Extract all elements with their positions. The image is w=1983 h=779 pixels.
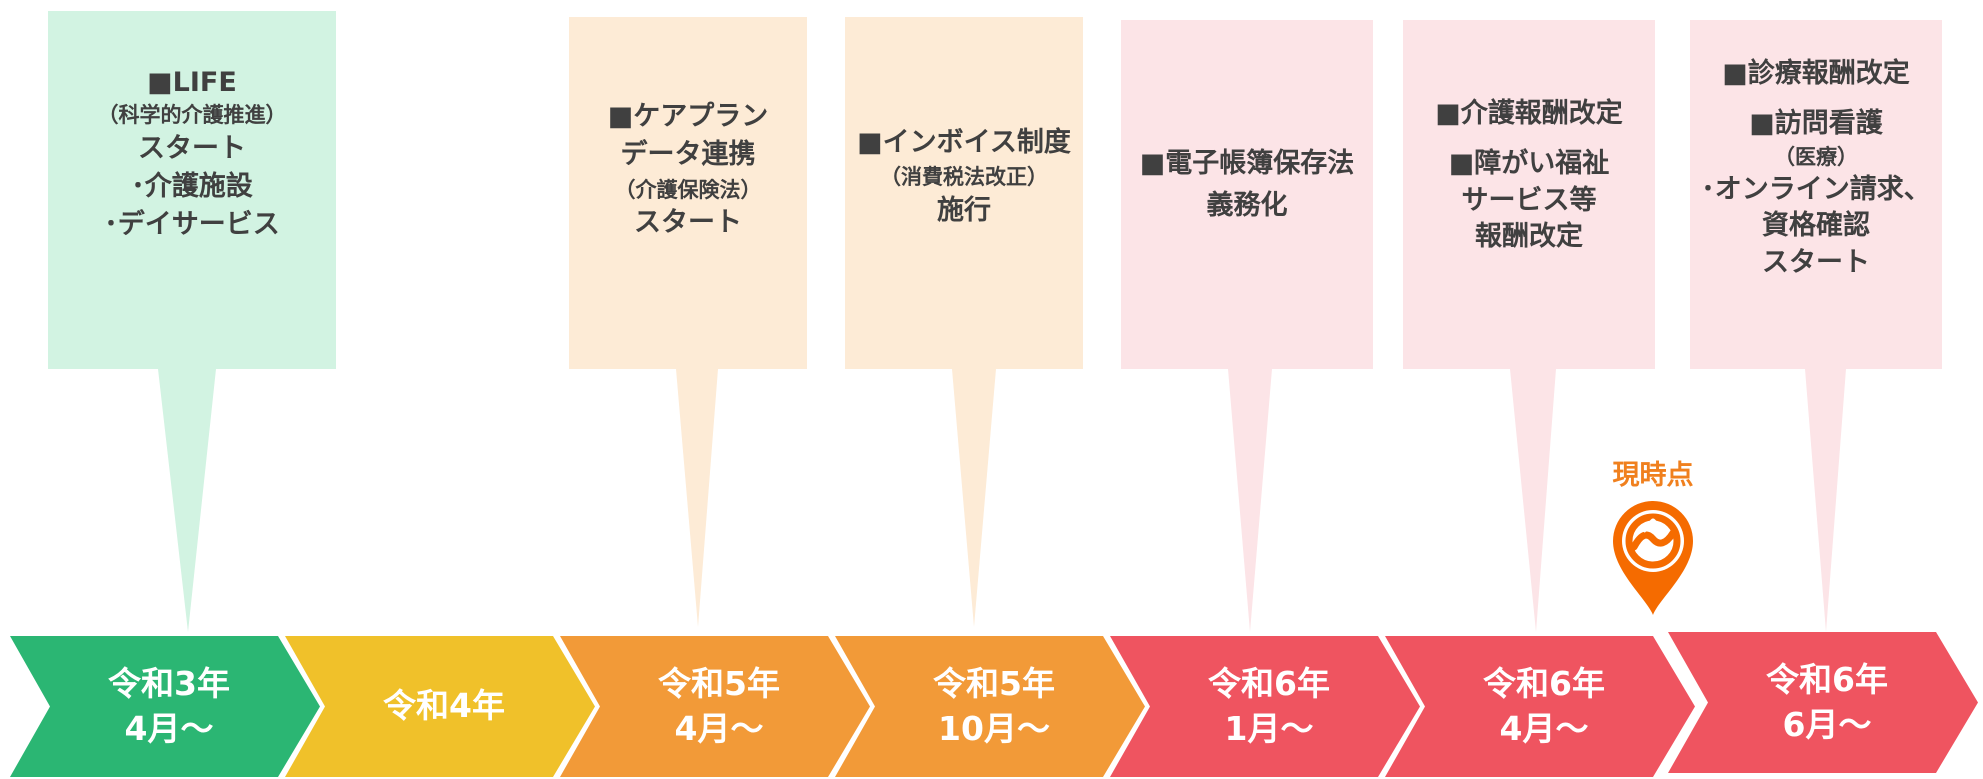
callout-line: （医療） (1774, 144, 1858, 169)
timeline-chevron (1110, 636, 1420, 777)
location-pin-icon (1613, 501, 1693, 615)
timeline-year: 令和5年 (658, 663, 780, 703)
timeline-month: 4月～ (1499, 708, 1589, 748)
callout-line: 義務化 (1206, 190, 1288, 222)
timeline-chevron (285, 636, 595, 777)
timeline-year: 令和6年 (1483, 663, 1605, 703)
callout-line: （消費税法改正） (880, 165, 1048, 190)
timeline-chevron (1668, 632, 1978, 773)
callout-line: スタート (1762, 246, 1870, 278)
callout-line: （介護保険法） (614, 177, 762, 202)
timeline-year: 令和3年 (108, 663, 230, 703)
current-position-label: 現時点 (1612, 460, 1694, 491)
callout-line: 資格確認 (1762, 210, 1870, 242)
callout-line: スタート (634, 206, 742, 238)
timeline-year: 令和5年 (933, 663, 1055, 703)
timeline-chevron (10, 636, 320, 777)
callout-line: ■LIFE (147, 67, 237, 98)
callout-line: データ連携 (620, 139, 756, 171)
timeline-month: 6月～ (1782, 704, 1872, 744)
callout-line: ■介護報酬改定 (1435, 98, 1623, 129)
timeline-month: 10月～ (938, 708, 1050, 748)
timeline-month: 4月～ (674, 708, 764, 748)
callout-line: 報酬改定 (1475, 221, 1583, 253)
callout-line: 施行 (937, 194, 991, 226)
timeline-step: 令和4年 (285, 636, 595, 777)
callout-line: ･介護施設 (131, 170, 253, 202)
timeline-month: 4月～ (124, 708, 214, 748)
timeline-year: 令和4年 (383, 686, 505, 726)
callout-line: ･デイサービス (104, 209, 280, 241)
callout-line: ■訪問看護 (1749, 108, 1883, 140)
current-position-marker: 現時点 (1603, 453, 1703, 618)
timeline-step: 令和6年 1月～ (1110, 636, 1420, 777)
callout-line: スタート (138, 132, 246, 164)
callout-line: ■電子帳簿保存法 (1139, 148, 1355, 179)
callout-line: サービス等 (1461, 184, 1597, 216)
timeline-chevron (835, 636, 1145, 777)
timeline-step: 令和5年 10月～ (835, 636, 1145, 777)
timeline-year: 令和6年 (1208, 663, 1330, 703)
callout-line: ■診療報酬改定 (1722, 58, 1910, 89)
timeline-chevron (1385, 636, 1695, 777)
timeline-step: 令和5年 4月～ (560, 636, 870, 777)
timeline-step: 令和6年 4月～ (1385, 636, 1695, 777)
callout-line: （科学的介護推進） (97, 103, 287, 128)
callout-line: ■インボイス制度 (857, 127, 1071, 158)
callout-line: ■ケアプラン (607, 101, 769, 132)
timeline-year: 令和6年 (1766, 659, 1888, 699)
timeline-step: 令和3年 4月～ (10, 636, 320, 777)
timeline-step: 令和6年 6月～ (1668, 632, 1978, 773)
callout-line: ･オンライン請求、 (1701, 173, 1931, 205)
timeline-chevron (560, 636, 870, 777)
timeline-month: 1月～ (1224, 708, 1314, 748)
callout-line: ■障がい福祉 (1448, 148, 1610, 180)
